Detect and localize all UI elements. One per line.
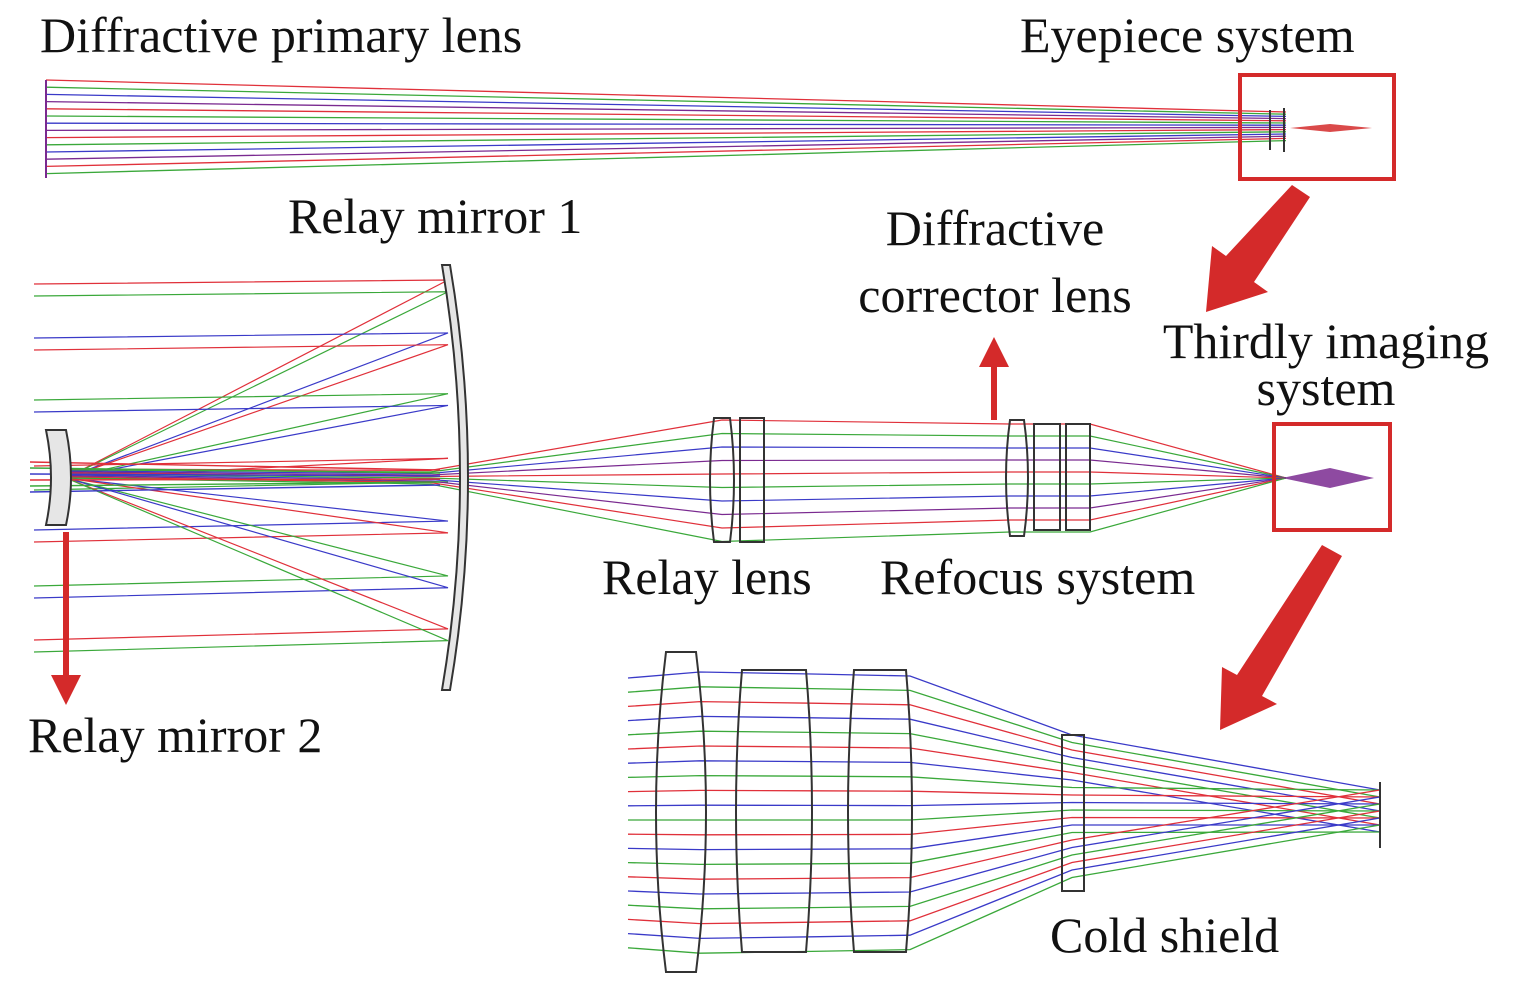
ray bbox=[627, 745, 1381, 826]
ray bbox=[33, 332, 449, 479]
ray bbox=[45, 135, 1287, 160]
ray bbox=[29, 484, 441, 493]
ray bbox=[65, 476, 1287, 529]
ray bbox=[627, 789, 1381, 798]
ray bbox=[627, 824, 1380, 851]
ray bbox=[29, 467, 441, 474]
ray bbox=[45, 137, 1287, 168]
ray bbox=[45, 115, 1287, 124]
eyepiece-system-highlight-box bbox=[1238, 73, 1396, 181]
ray bbox=[33, 477, 449, 599]
label-refocus-system: Refocus system bbox=[880, 549, 1195, 605]
relay-mirror-1 bbox=[440, 264, 469, 691]
ray bbox=[33, 477, 449, 653]
label-diffractive-corrector-lens-line2: corrector lens bbox=[858, 267, 1131, 323]
ray bbox=[627, 715, 1381, 812]
ray bbox=[29, 473, 441, 477]
ray bbox=[45, 108, 1287, 122]
ray bbox=[29, 481, 441, 487]
ray bbox=[33, 477, 449, 641]
ray bbox=[45, 128, 1287, 139]
ray bbox=[627, 824, 1381, 954]
label-thirdly-imaging-system-line1: Thirdly imaging bbox=[1163, 313, 1489, 369]
ray bbox=[627, 774, 1381, 791]
ray bbox=[627, 760, 1381, 833]
ray bbox=[627, 796, 1381, 895]
label-thirdly-imaging-system-line2: system bbox=[1257, 360, 1396, 416]
label-eyepiece-system: Eyepiece system bbox=[1020, 7, 1355, 63]
ray bbox=[45, 122, 1287, 126]
ray bbox=[627, 686, 1381, 798]
ray bbox=[33, 477, 449, 531]
ray bbox=[65, 446, 1287, 479]
ray bbox=[33, 393, 449, 479]
ray bbox=[45, 86, 1287, 115]
ray bbox=[627, 810, 1381, 925]
arrow-eyepiece-to-thirdly bbox=[1206, 185, 1310, 312]
ray bbox=[45, 100, 1287, 120]
ray bbox=[65, 459, 1287, 479]
ray bbox=[627, 730, 1381, 819]
ray bbox=[33, 344, 449, 479]
label-relay-lens: Relay lens bbox=[602, 549, 812, 605]
refocus-system-elements bbox=[1005, 419, 1091, 537]
ray bbox=[627, 801, 1381, 807]
ray bbox=[627, 816, 1381, 836]
imaging-ray-bundle bbox=[627, 671, 1381, 954]
ray bbox=[33, 477, 449, 587]
label-cold-shield: Cold shield bbox=[1050, 907, 1279, 963]
label-relay-mirror-2: Relay mirror 2 bbox=[28, 707, 322, 763]
ray bbox=[627, 817, 1381, 940]
ray bbox=[33, 279, 449, 479]
relay-mirror-2 bbox=[44, 429, 72, 526]
ray bbox=[45, 79, 1287, 113]
imaging-lens-group bbox=[655, 651, 1381, 973]
eyepiece-system-elements bbox=[1269, 108, 1372, 152]
ray bbox=[627, 700, 1381, 805]
ray bbox=[65, 475, 1287, 516]
ray bbox=[45, 93, 1287, 118]
thirdly-imaging-system-highlight-box bbox=[1272, 422, 1392, 532]
ray bbox=[45, 133, 1287, 153]
thirdly-imaging-focus-spot bbox=[1282, 468, 1374, 488]
label-diffractive-corrector-lens-line1: Diffractive bbox=[886, 200, 1104, 256]
ray bbox=[627, 803, 1381, 910]
ray bbox=[65, 473, 1287, 489]
ray bbox=[33, 477, 449, 543]
ray bbox=[627, 671, 1381, 791]
primary-lens-ray-bundle bbox=[45, 79, 1287, 175]
label-diffractive-primary-lens: Diffractive primary lens bbox=[40, 7, 522, 63]
ray bbox=[628, 809, 1381, 821]
ray bbox=[29, 478, 441, 481]
ray bbox=[33, 291, 449, 479]
ray bbox=[45, 139, 1287, 175]
label-relay-mirror-1: Relay mirror 1 bbox=[288, 188, 582, 244]
ray bbox=[627, 831, 1381, 866]
arrow-thirdly-to-imaging bbox=[1220, 545, 1342, 730]
ray bbox=[33, 404, 449, 479]
ray bbox=[29, 461, 441, 471]
ray bbox=[45, 131, 1287, 146]
ray bbox=[45, 126, 1287, 132]
ray bbox=[627, 789, 1381, 880]
ray bbox=[65, 419, 1287, 479]
relay-lens-elements bbox=[709, 417, 765, 543]
